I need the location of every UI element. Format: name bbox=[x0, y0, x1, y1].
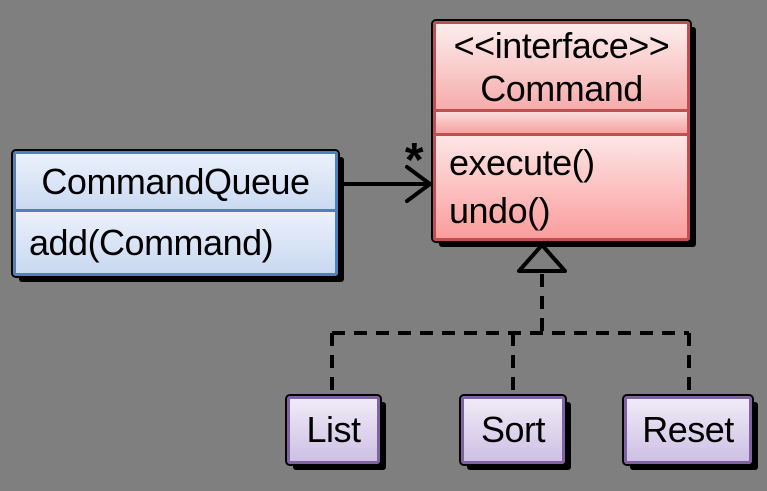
method-add-label: add(Command) bbox=[29, 221, 274, 263]
interface-methods-section: execute() undo() bbox=[436, 133, 687, 238]
method-execute-label: execute() bbox=[449, 142, 595, 183]
interface-command-box: <<interface>> Command execute() undo() bbox=[433, 21, 690, 241]
queue-methods-section: add(Command) bbox=[16, 209, 335, 273]
method-undo-label: undo() bbox=[449, 190, 551, 231]
interface-title-section: <<interface>> Command bbox=[436, 24, 687, 109]
realization-dashed-lines bbox=[330, 274, 691, 394]
sort-name-label: Sort bbox=[480, 409, 546, 450]
queue-name-label: CommandQueue bbox=[41, 160, 310, 202]
queue-title-section: CommandQueue bbox=[16, 154, 335, 209]
realization-triangle-icon bbox=[517, 243, 567, 273]
interface-attributes-section bbox=[436, 109, 687, 133]
interface-name-label: Command bbox=[480, 67, 643, 109]
implementation-list-box: List bbox=[287, 396, 380, 464]
multiplicity-label: * bbox=[404, 134, 424, 187]
list-name-label: List bbox=[306, 409, 361, 450]
implementation-reset-box: Reset bbox=[624, 396, 752, 464]
implementation-sort-box: Sort bbox=[461, 396, 565, 464]
reset-name-label: Reset bbox=[642, 409, 734, 450]
command-queue-box: CommandQueue add(Command) bbox=[13, 151, 338, 276]
stereotype-label: <<interface>> bbox=[453, 24, 670, 66]
